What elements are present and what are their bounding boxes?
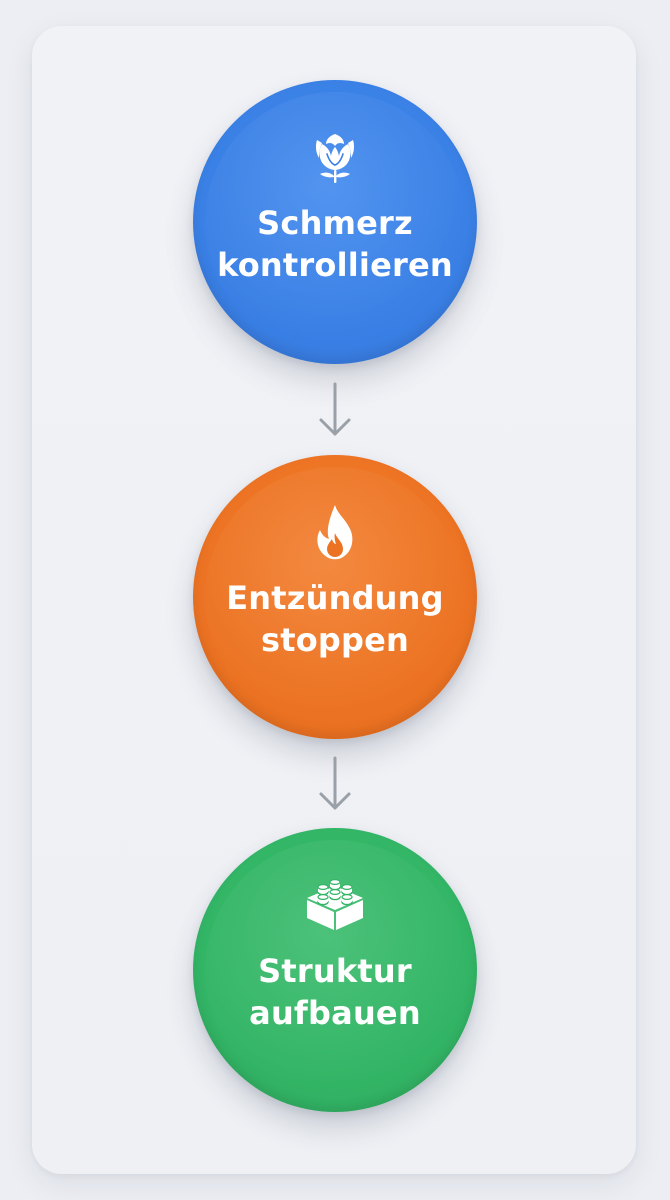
step-build-structure: Struktur aufbauen xyxy=(193,828,477,1112)
flame-icon xyxy=(311,503,359,561)
step-label-line2: aufbauen xyxy=(249,994,421,1032)
arrow-down-icon xyxy=(319,756,351,810)
step-label-line2: kontrollieren xyxy=(217,246,453,284)
step-stop-inflammation: Entzündung stoppen xyxy=(193,455,477,739)
step-label-line1: Entzündung xyxy=(226,579,444,617)
arrow-down-icon xyxy=(319,382,351,436)
step-label: Entzündung stoppen xyxy=(193,577,477,661)
step-label-line1: Schmerz xyxy=(257,204,413,242)
step-label-line2: stoppen xyxy=(260,621,410,659)
rose-icon xyxy=(310,130,360,186)
step-label: Struktur aufbauen xyxy=(193,950,477,1034)
step-label: Schmerz kontrollieren xyxy=(193,202,477,286)
brick-icon xyxy=(303,878,367,932)
step-pain-control: Schmerz kontrollieren xyxy=(193,80,477,364)
step-label-line1: Struktur xyxy=(258,952,412,990)
